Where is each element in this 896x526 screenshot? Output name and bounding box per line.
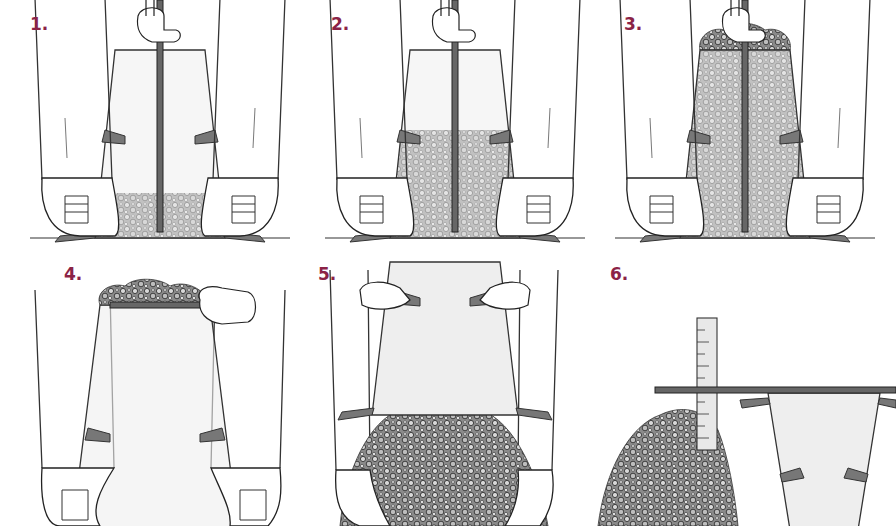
- step-6-panel-part: [697, 318, 717, 450]
- step-6-panel-part: [697, 330, 709, 438]
- step-4-panel-part: [62, 490, 88, 520]
- step-number: 3.: [624, 16, 642, 33]
- step-4-panel-part: [42, 468, 114, 526]
- step-2-panel-part: [433, 0, 476, 232]
- step-6-panel-part: [740, 398, 896, 408]
- step-number: 5.: [318, 266, 336, 283]
- step-2-panel: [325, 0, 585, 242]
- step-4-panel-part: [211, 468, 281, 526]
- step-number: 1.: [30, 16, 48, 33]
- step-number: 4.: [64, 266, 82, 283]
- step-4-panel-part: [199, 287, 255, 324]
- step-5-panel-part: [360, 282, 410, 309]
- step-6-panel-part: [768, 393, 880, 526]
- step-3-panel-part: [620, 0, 870, 236]
- step-1-panel: [30, 0, 290, 242]
- step-5-panel-part: [336, 470, 390, 526]
- step-3-panel: [615, 0, 875, 242]
- step-5-panel-part: [396, 292, 494, 306]
- step-5-panel-part: [480, 282, 530, 309]
- step-1-panel-part: [35, 0, 285, 236]
- step-4-panel: [35, 279, 285, 526]
- step-3-panel-part: [723, 0, 766, 232]
- step-2-panel-part: [330, 0, 580, 236]
- step-number: 2.: [331, 16, 349, 33]
- step-5-panel: [330, 262, 558, 526]
- step-1-panel-part: [138, 0, 181, 232]
- step-6-panel-part: [780, 468, 868, 482]
- step-5-panel-part: [505, 470, 553, 526]
- step-5-panel-part: [338, 408, 552, 420]
- step-6-panel-part: [655, 387, 896, 393]
- step-6-panel: [598, 318, 896, 526]
- step-number: 6.: [610, 266, 628, 283]
- step-4-panel-part: [85, 428, 225, 442]
- step-4-panel-part: [240, 490, 266, 520]
- step-4-panel-part: [99, 279, 210, 305]
